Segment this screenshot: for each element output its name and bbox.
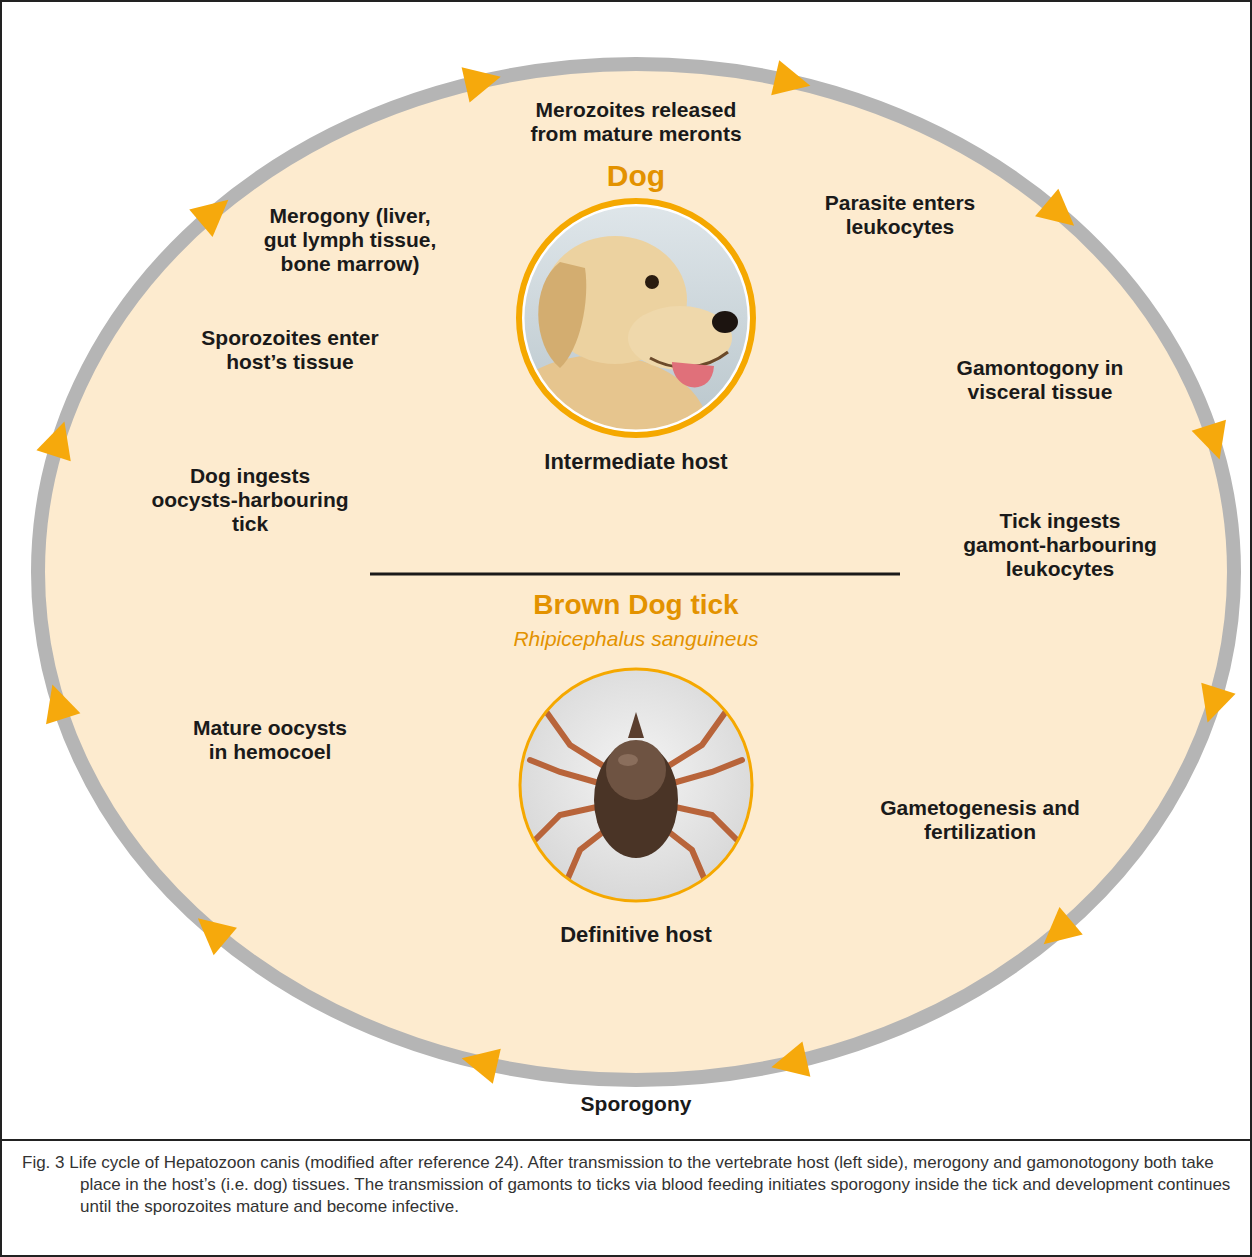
cycle-arrows <box>35 59 1237 1084</box>
stage-label: Gamontogony in visceral tissue <box>950 356 1130 404</box>
cycle-arrowhead <box>462 59 505 102</box>
tick-leg <box>662 710 727 770</box>
host-name: Brown Dog tick <box>436 589 836 621</box>
figure-caption: Fig. 3 Life cycle of Hepatozoon canis (m… <box>22 1152 1232 1218</box>
cycle-arrowhead <box>458 1041 501 1084</box>
cycle-arrowhead <box>1192 420 1237 465</box>
dog-photo <box>490 201 753 515</box>
stage-label: Mature oocysts in hemocoel <box>185 716 355 764</box>
host-role: Definitive host <box>436 922 836 948</box>
stage-label: Sporozoites enter host’s tissue <box>195 326 385 374</box>
stage-label: Merozoites released from mature meronts <box>524 98 749 146</box>
tick-highlight <box>618 754 638 766</box>
tick-leg <box>545 710 610 770</box>
stage-label: Gametogenesis and fertilization <box>873 796 1088 844</box>
photo-border <box>520 669 752 901</box>
cycle-arrowhead <box>1190 683 1235 728</box>
stage-label: Parasite enters leukocytes <box>815 191 985 239</box>
cycle-arrowhead <box>189 186 240 237</box>
dog-body <box>490 355 710 515</box>
stage-label: Merogony (liver, gut lymph tissue, bone … <box>260 204 440 276</box>
cycle-arrowhead <box>186 905 237 956</box>
cycle-arrowhead <box>35 679 80 724</box>
cycle-arrowhead <box>36 416 81 461</box>
cycle-arrowhead <box>767 1042 810 1085</box>
caption-rule <box>0 1139 1252 1141</box>
host-divider <box>370 573 900 576</box>
stage-label: Tick ingests gamont-harbouring leukocyte… <box>960 509 1160 581</box>
tick-leg <box>666 760 742 785</box>
cycle-arrowhead <box>1032 907 1083 958</box>
tick-leg <box>530 760 606 785</box>
photo-border <box>519 201 753 435</box>
phase-label: Sporogony <box>486 1092 786 1116</box>
dog-nose <box>712 311 738 333</box>
tick-mouthparts <box>628 712 644 738</box>
tick-scutum <box>606 740 666 800</box>
tick-photo <box>520 669 752 901</box>
host-name: Dog <box>486 159 786 193</box>
photo-inner-ring <box>523 205 749 431</box>
cycle-arrowhead <box>1035 189 1086 240</box>
cycle-arrowhead <box>771 60 814 103</box>
host-role: Intermediate host <box>436 449 836 475</box>
dog-eye <box>645 275 659 289</box>
cycle-ring <box>38 64 1234 1080</box>
stage-label: Dog ingests oocysts-harbouring tick <box>148 464 353 536</box>
dog-tongue <box>672 362 714 387</box>
dog-ear <box>538 262 586 368</box>
photo-ground <box>521 670 751 900</box>
species-name: Rhipicephalus sanguineus <box>436 626 836 651</box>
